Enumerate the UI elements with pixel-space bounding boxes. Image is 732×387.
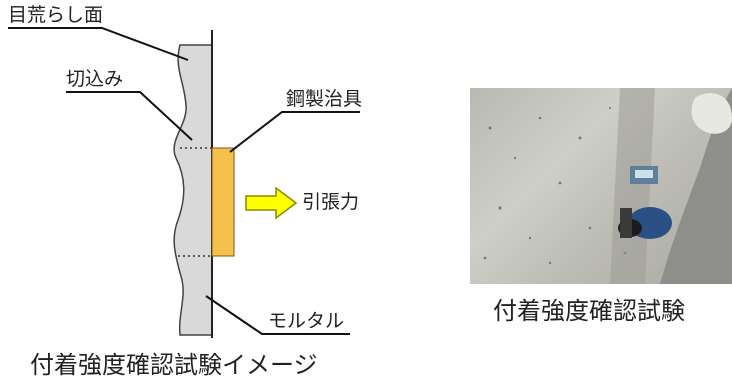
diagram-caption: 付着強度確認試験イメージ (30, 351, 318, 379)
label-mortar: モルタル (268, 310, 345, 332)
tensile-force-arrow (245, 186, 298, 220)
test-photo (470, 88, 732, 284)
steel-jig (211, 147, 235, 257)
label-steel-jig: 鋼製治具 (286, 88, 363, 110)
label-notch: 切込み (66, 68, 124, 90)
mortar-layer (173, 44, 213, 336)
leader-notch (66, 91, 193, 141)
leader-steel-jig (229, 111, 360, 153)
photo-illustration (483, 88, 732, 284)
leader-mortar (205, 295, 350, 335)
label-roughened-surface: 目荒らし面 (8, 4, 104, 26)
leader-roughened-surface (8, 27, 189, 61)
label-tensile-force: 引張力 (302, 191, 360, 213)
adhesion-test-diagram (8, 27, 360, 338)
photo-caption: 付着強度確認試験 (493, 297, 685, 325)
